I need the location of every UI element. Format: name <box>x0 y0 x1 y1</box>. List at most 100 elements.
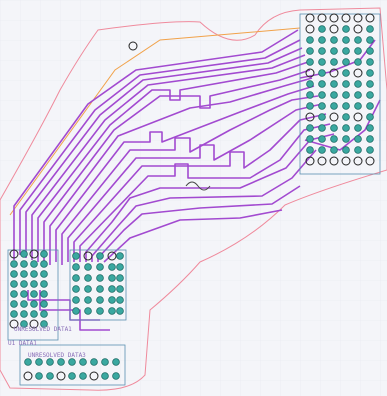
smd-pad[interactable] <box>30 260 38 268</box>
smd-pad[interactable] <box>366 135 374 143</box>
mounting-hole[interactable] <box>128 41 138 51</box>
through-hole-pad[interactable] <box>329 68 339 78</box>
serpentine-trace[interactable] <box>185 181 211 191</box>
through-hole-pad[interactable] <box>329 13 339 23</box>
smd-pad[interactable] <box>96 307 104 315</box>
through-hole-pad[interactable] <box>317 13 327 23</box>
smd-pad[interactable] <box>342 80 350 88</box>
through-hole-pad[interactable] <box>83 251 93 261</box>
smd-pad[interactable] <box>306 135 314 143</box>
through-hole-pad[interactable] <box>305 24 315 34</box>
smd-pad[interactable] <box>108 296 116 304</box>
through-hole-pad[interactable] <box>9 319 19 329</box>
smd-pad[interactable] <box>354 135 362 143</box>
smd-pad[interactable] <box>101 372 109 380</box>
smd-pad[interactable] <box>96 263 104 271</box>
smd-pad[interactable] <box>84 296 92 304</box>
smd-pad[interactable] <box>24 358 32 366</box>
smd-pad[interactable] <box>366 124 374 132</box>
through-hole-pad[interactable] <box>353 13 363 23</box>
smd-pad[interactable] <box>342 25 350 33</box>
smd-pad[interactable] <box>306 80 314 88</box>
smd-pad[interactable] <box>72 307 80 315</box>
smd-pad[interactable] <box>20 260 28 268</box>
smd-pad[interactable] <box>366 36 374 44</box>
smd-pad[interactable] <box>30 310 38 318</box>
smd-pad[interactable] <box>318 135 326 143</box>
smd-pad[interactable] <box>116 274 124 282</box>
smd-pad[interactable] <box>354 80 362 88</box>
smd-pad[interactable] <box>79 358 87 366</box>
smd-pad[interactable] <box>318 113 326 121</box>
smd-pad[interactable] <box>366 58 374 66</box>
smd-pad[interactable] <box>35 372 43 380</box>
smd-pad[interactable] <box>40 280 48 288</box>
smd-pad[interactable] <box>112 358 120 366</box>
through-hole-pad[interactable] <box>89 371 99 381</box>
smd-pad[interactable] <box>366 91 374 99</box>
smd-pad[interactable] <box>318 80 326 88</box>
smd-pad[interactable] <box>330 80 338 88</box>
smd-pad[interactable] <box>79 372 87 380</box>
smd-pad[interactable] <box>40 260 48 268</box>
smd-pad[interactable] <box>96 252 104 260</box>
through-hole-pad[interactable] <box>329 24 339 34</box>
smd-pad[interactable] <box>30 270 38 278</box>
smd-pad[interactable] <box>318 124 326 132</box>
smd-pad[interactable] <box>20 250 28 258</box>
smd-pad[interactable] <box>318 25 326 33</box>
smd-pad[interactable] <box>306 124 314 132</box>
smd-pad[interactable] <box>366 146 374 154</box>
through-hole-pad[interactable] <box>29 319 39 329</box>
smd-pad[interactable] <box>30 300 38 308</box>
through-hole-pad[interactable] <box>56 371 66 381</box>
smd-pad[interactable] <box>40 310 48 318</box>
smd-pad[interactable] <box>342 135 350 143</box>
smd-pad[interactable] <box>116 285 124 293</box>
through-hole-pad[interactable] <box>305 13 315 23</box>
smd-pad[interactable] <box>30 280 38 288</box>
smd-pad[interactable] <box>342 91 350 99</box>
smd-pad[interactable] <box>20 270 28 278</box>
trace-bus[interactable] <box>13 29 381 331</box>
through-hole-pad[interactable] <box>329 156 339 166</box>
smd-pad[interactable] <box>342 146 350 154</box>
smd-pad[interactable] <box>96 296 104 304</box>
smd-pad[interactable] <box>40 320 48 328</box>
smd-pad[interactable] <box>116 252 124 260</box>
smd-pad[interactable] <box>108 274 116 282</box>
smd-pad[interactable] <box>330 102 338 110</box>
smd-pad[interactable] <box>354 91 362 99</box>
smd-pad[interactable] <box>366 102 374 110</box>
smd-pad[interactable] <box>330 36 338 44</box>
through-hole-pad[interactable] <box>353 68 363 78</box>
smd-pad[interactable] <box>10 290 18 298</box>
smd-pad[interactable] <box>318 47 326 55</box>
smd-pad[interactable] <box>35 358 43 366</box>
smd-pad[interactable] <box>72 274 80 282</box>
connector-footprint-bottom-mid[interactable] <box>69 249 127 321</box>
smd-pad[interactable] <box>96 285 104 293</box>
connector-footprint-bottom[interactable] <box>19 344 126 386</box>
smd-pad[interactable] <box>366 47 374 55</box>
smd-pad[interactable] <box>354 36 362 44</box>
through-hole-pad[interactable] <box>305 112 315 122</box>
through-hole-pad[interactable] <box>365 13 375 23</box>
smd-pad[interactable] <box>366 113 374 121</box>
connector-footprint-top-right[interactable] <box>299 13 381 175</box>
smd-pad[interactable] <box>108 307 116 315</box>
through-hole-pad[interactable] <box>305 156 315 166</box>
pad-array[interactable] <box>9 13 375 381</box>
smd-pad[interactable] <box>20 300 28 308</box>
smd-pad[interactable] <box>354 47 362 55</box>
smd-pad[interactable] <box>10 310 18 318</box>
smd-pad[interactable] <box>330 91 338 99</box>
smd-pad[interactable] <box>342 124 350 132</box>
smd-pad[interactable] <box>306 47 314 55</box>
smd-pad[interactable] <box>40 270 48 278</box>
smd-pad[interactable] <box>10 300 18 308</box>
smd-pad[interactable] <box>306 36 314 44</box>
through-hole-pad[interactable] <box>107 251 117 261</box>
